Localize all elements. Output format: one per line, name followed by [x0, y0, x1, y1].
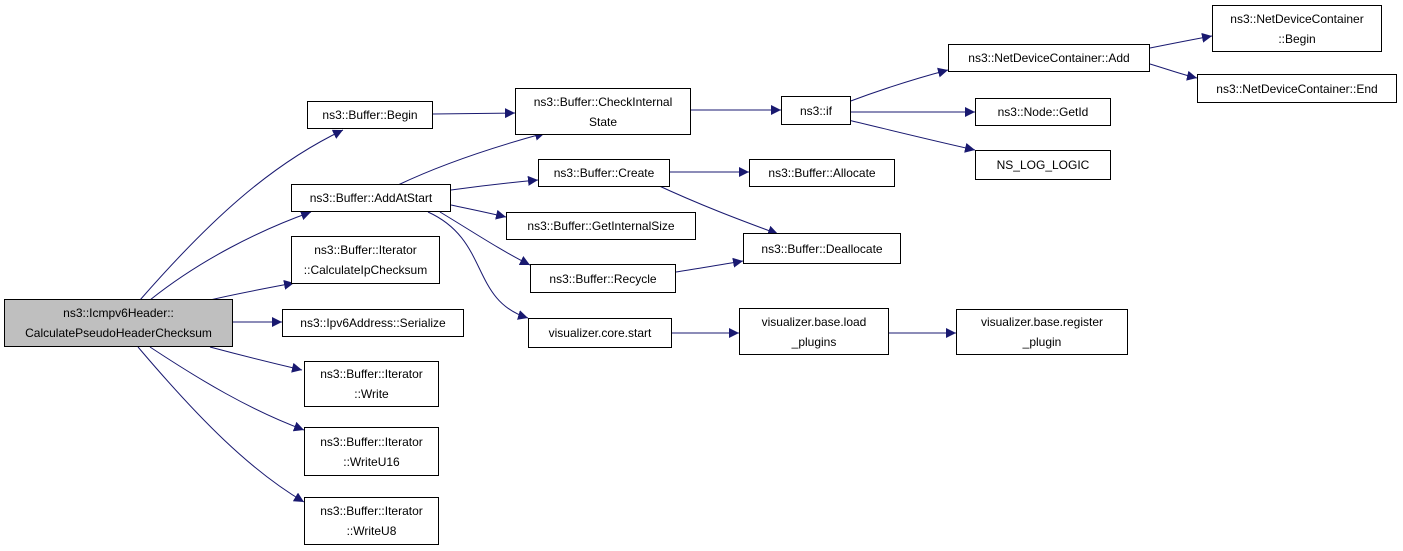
node-buffer-addatstart[interactable]: ns3::Buffer::AddAtStart — [291, 184, 451, 212]
edge-ndc-add-to-ndc-end — [1149, 63, 1198, 81]
node-label-line2: ::WriteU8 — [346, 524, 397, 538]
node-label: ns3::Buffer::GetInternalSize — [527, 219, 675, 233]
node-label-line2: ::CalculateIpChecksum — [303, 263, 428, 277]
node-node-getid[interactable]: ns3::Node::GetId — [975, 98, 1111, 126]
edge-recycle-to-deallocate — [675, 257, 744, 273]
edge-create-to-deallocate — [654, 183, 779, 236]
node-label: ns3::Buffer::Create — [553, 166, 655, 180]
node-label-line1: visualizer.base.load — [761, 314, 867, 329]
node-label-line2: _plugin — [1022, 335, 1062, 349]
edge-addatstart-to-checkinternal — [397, 130, 546, 186]
node-label-line2: ::Begin — [1278, 31, 1316, 46]
node-buffer-iterator-writeu8[interactable]: ns3::Buffer::Iterator ::WriteU8 — [304, 497, 439, 545]
node-label-line1: ns3::NetDeviceContainer — [1230, 11, 1364, 26]
node-label-line1: ns3::Icmpv6Header:: — [63, 306, 174, 320]
node-buffer-allocate[interactable]: ns3::Buffer::Allocate — [749, 159, 895, 187]
edges — [137, 32, 1213, 503]
edge-root-to-iterator-writeu16 — [149, 346, 305, 432]
node-buffer-getinternalsize[interactable]: ns3::Buffer::GetInternalSize — [506, 212, 696, 240]
node-label: visualizer.core.start — [548, 326, 652, 340]
node-label: ns3::NetDeviceContainer::Add — [968, 51, 1130, 65]
node-label: ns3::Ipv6Address::Serialize — [300, 316, 446, 330]
node-visualizer-base-register-plugin[interactable]: visualizer.base.register _plugin — [956, 309, 1128, 355]
node-buffer-deallocate[interactable]: ns3::Buffer::Deallocate — [743, 233, 901, 264]
edge-root-to-iterator-calc-ip — [209, 279, 295, 301]
node-label: ns3::Buffer::Begin — [322, 108, 418, 122]
node-label: NS_LOG_LOGIC — [996, 158, 1090, 172]
node-label: ns3::NetDeviceContainer::End — [1216, 81, 1378, 96]
node-netdevicecontainer-begin[interactable]: ns3::NetDeviceContainer ::Begin — [1212, 5, 1382, 52]
node-label-line2: ::Write — [354, 387, 389, 401]
node-buffer-iterator-calculateipchecksum[interactable]: ns3::Buffer::Iterator ::CalculateIpCheck… — [291, 236, 440, 284]
node-label: ns3::Node::GetId — [997, 105, 1089, 119]
node-label: ns3::if — [799, 103, 832, 118]
node-label: ns3::Buffer::Deallocate — [761, 241, 883, 256]
node-buffer-create[interactable]: ns3::Buffer::Create — [538, 159, 670, 187]
node-visualizer-core-start[interactable]: visualizer.core.start — [528, 318, 672, 348]
node-label-line2: State — [588, 114, 618, 129]
edge-addatstart-to-create — [450, 175, 539, 191]
node-label-line1: ns3::Buffer::Iterator — [320, 504, 423, 518]
node-buffer-iterator-write[interactable]: ns3::Buffer::Iterator ::Write — [304, 361, 439, 407]
edge-ndc-add-to-ndc-begin — [1149, 32, 1213, 49]
node-ipv6address-serialize[interactable]: ns3::Ipv6Address::Serialize — [282, 309, 464, 337]
node-label-line1: ns3::Buffer::Iterator — [320, 434, 423, 449]
node-ns3-if[interactable]: ns3::if — [781, 96, 851, 125]
node-buffer-begin[interactable]: ns3::Buffer::Begin — [307, 101, 433, 129]
edge-addatstart-to-recycle — [439, 211, 531, 266]
node-label-line1: ns3::Buffer::Iterator — [320, 367, 423, 381]
node-netdevicecontainer-end[interactable]: ns3::NetDeviceContainer::End — [1197, 74, 1397, 103]
node-buffer-recycle[interactable]: ns3::Buffer::Recycle — [530, 264, 676, 293]
edge-if-to-ns-log-logic — [847, 119, 976, 153]
edge-if-to-ndc-add — [847, 67, 949, 103]
node-label-line2: CalculatePseudoHeaderChecksum — [25, 326, 212, 340]
node-icmpv6header-calculatepseudoheaderchecksum: ns3::Icmpv6Header:: CalculatePseudoHeade… — [4, 299, 233, 347]
node-buffer-checkinternalstate[interactable]: ns3::Buffer::CheckInternal State — [515, 88, 691, 135]
node-label: ns3::Buffer::AddAtStart — [309, 191, 433, 205]
edge-root-to-iterator-writeu8 — [137, 346, 305, 503]
node-label: ns3::Buffer::Recycle — [549, 271, 657, 286]
node-label-line2: ::WriteU16 — [343, 454, 400, 469]
node-netdevicecontainer-add[interactable]: ns3::NetDeviceContainer::Add — [948, 44, 1150, 72]
node-label-line1: visualizer.base.register — [980, 315, 1104, 329]
node-label-line1: ns3::Buffer::CheckInternal — [533, 94, 673, 109]
edge-buffer-begin-to-checkinternal — [432, 108, 516, 119]
node-label-line1: ns3::Buffer::Iterator — [314, 243, 417, 257]
edge-root-to-buffer-addatstart — [149, 210, 312, 301]
node-buffer-iterator-writeu16[interactable]: ns3::Buffer::Iterator ::WriteU16 — [304, 427, 439, 476]
edge-root-to-iterator-write — [209, 346, 303, 373]
node-visualizer-base-load-plugins[interactable]: visualizer.base.load _plugins — [739, 308, 889, 355]
edge-addatstart-to-getinternalsize — [450, 204, 507, 220]
node-label-line2: _plugins — [791, 334, 837, 349]
edge-addatstart-to-viz-core-start — [427, 211, 529, 320]
node-ns-log-logic[interactable]: NS_LOG_LOGIC — [975, 150, 1111, 180]
node-label: ns3::Buffer::Allocate — [768, 166, 876, 180]
edge-root-to-buffer-begin — [139, 129, 344, 301]
